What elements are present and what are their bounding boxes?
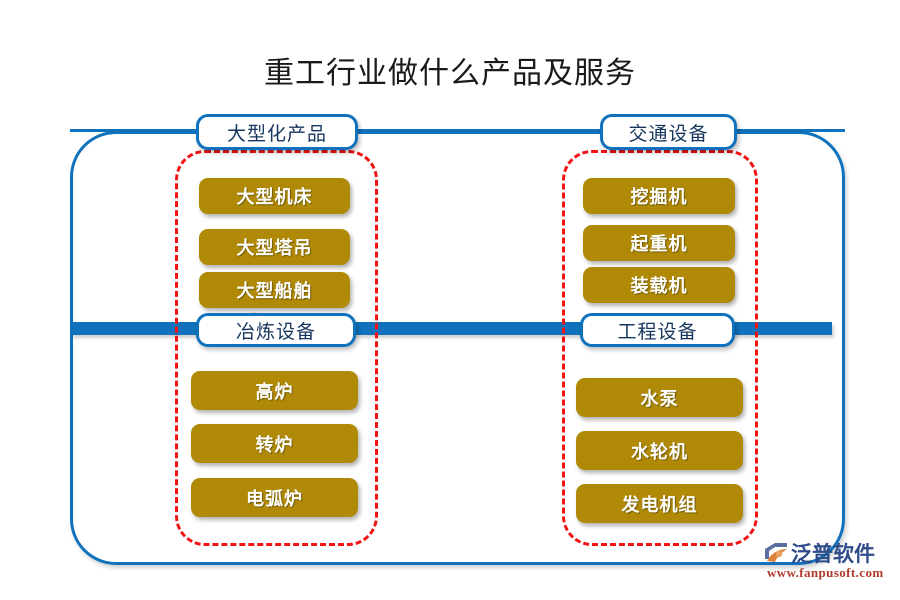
item-box[interactable]: 水泵 <box>576 378 743 417</box>
brand-name: 泛普软件 <box>791 541 875 566</box>
item-box[interactable]: 高炉 <box>191 371 358 410</box>
page-title: 重工行业做什么产品及服务 <box>264 56 636 91</box>
brand-url: www.fanpusoft.com <box>767 565 884 580</box>
group-outline-right <box>562 150 758 546</box>
header-left-top[interactable]: 大型化产品 <box>196 114 358 150</box>
item-box[interactable]: 大型船舶 <box>199 272 350 308</box>
header-right-bottom[interactable]: 工程设备 <box>580 313 735 347</box>
item-box[interactable]: 挖掘机 <box>583 178 735 214</box>
item-box[interactable]: 水轮机 <box>576 431 743 470</box>
item-box[interactable]: 大型机床 <box>199 178 350 214</box>
item-box[interactable]: 发电机组 <box>576 484 743 523</box>
outer-frame <box>70 131 845 565</box>
top-connector-line <box>70 129 845 132</box>
brand-row: 泛普软件 <box>763 538 875 568</box>
brand-logo: 泛普软件 www.fanpusoft.com <box>763 536 895 588</box>
item-box[interactable]: 电弧炉 <box>191 478 358 517</box>
item-box[interactable]: 装载机 <box>583 267 735 303</box>
header-left-bottom[interactable]: 冶炼设备 <box>196 313 356 347</box>
item-box[interactable]: 大型塔吊 <box>199 229 350 265</box>
item-box[interactable]: 起重机 <box>583 225 735 261</box>
fanpu-logo-icon <box>763 541 789 565</box>
header-right-top[interactable]: 交通设备 <box>600 114 737 150</box>
item-box[interactable]: 转炉 <box>191 424 358 463</box>
group-outline-left <box>175 150 378 546</box>
